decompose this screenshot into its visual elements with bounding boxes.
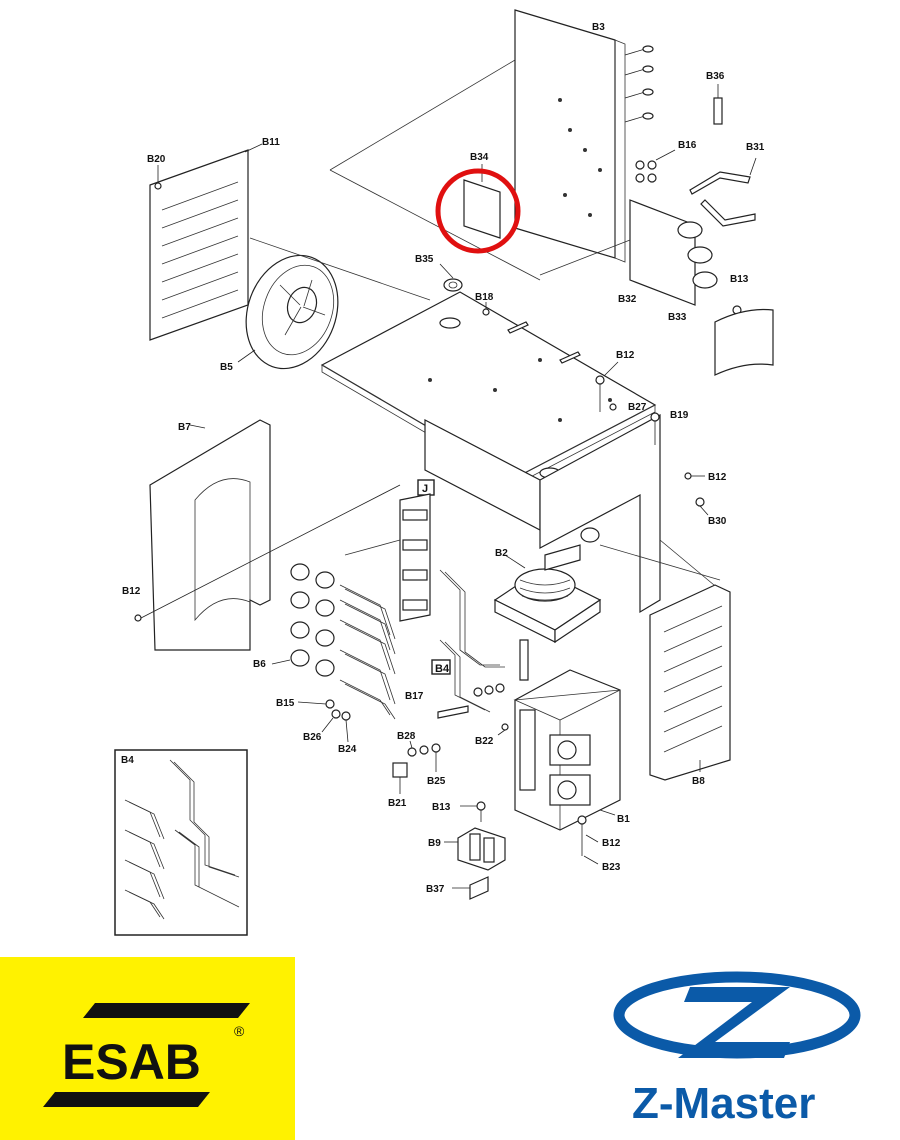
front-grille-b8 [649, 584, 731, 781]
inset-b4 [114, 749, 248, 936]
ferrite-cores-b6 [271, 563, 335, 677]
z-mark [678, 987, 790, 1058]
transformer-b9 [444, 801, 599, 900]
cable-lugs [624, 45, 654, 123]
label-b33: B33 [668, 312, 687, 323]
cover-b33 [714, 305, 774, 376]
label-b17: B17 [405, 691, 424, 702]
label-b15: B15 [276, 698, 295, 709]
label-b13b: B13 [432, 802, 451, 813]
label-b31: B31 [746, 142, 765, 153]
esab-logo: ESAB ® [0, 957, 295, 1140]
label-b26: B26 [303, 732, 322, 743]
standoff-b36 [713, 84, 723, 125]
bus-bars-b4 [339, 569, 505, 720]
label-b6: B6 [253, 659, 266, 670]
label-b5: B5 [220, 362, 233, 373]
part-labels: B3 B36 B16 B31 B34 B32 B13 B33 B20 B11 B… [121, 22, 765, 895]
label-b37: B37 [426, 884, 445, 895]
label-b12d: B12 [602, 838, 621, 849]
label-b4-inset: B4 [121, 755, 134, 766]
label-b7: B7 [178, 422, 191, 433]
label-b30: B30 [708, 516, 727, 527]
label-b18: B18 [475, 292, 494, 303]
screws-b16 [635, 149, 676, 183]
label-b12b: B12 [708, 472, 727, 483]
back-panel-b3 [329, 9, 626, 281]
label-b2: B2 [495, 548, 508, 559]
side-frame [424, 413, 721, 614]
label-b9: B9 [428, 838, 441, 849]
label-b12c: B12 [122, 586, 141, 597]
side-cover-b7 [134, 419, 401, 651]
label-b8: B8 [692, 776, 705, 787]
rear-grille-b11 [149, 143, 263, 341]
label-b27: B27 [628, 402, 647, 413]
label-b23: B23 [602, 862, 621, 873]
label-b3: B3 [592, 22, 605, 33]
small-hardware [439, 263, 709, 516]
label-b34: B34 [470, 152, 489, 163]
terminal-block-j [344, 479, 435, 622]
capacitor-board-b32 [539, 199, 718, 306]
label-b28: B28 [397, 731, 416, 742]
label-j: J [422, 483, 428, 495]
label-b20: B20 [147, 154, 166, 165]
label-b1: B1 [617, 814, 630, 825]
label-plate-b34 [435, 164, 521, 254]
label-b25: B25 [427, 776, 446, 787]
label-b36: B36 [706, 71, 725, 82]
zmaster-logo: Z-Master [613, 971, 861, 1128]
bracket-b31 [689, 157, 757, 227]
label-b4-box: B4 [435, 663, 450, 675]
fan-b5 [237, 237, 431, 370]
label-b16: B16 [678, 140, 697, 151]
hardware-b21-b28 [392, 723, 509, 794]
washers-b17-b26-b24 [297, 683, 505, 743]
highlight-circle [435, 168, 521, 254]
label-b13a: B13 [730, 274, 749, 285]
label-b19: B19 [670, 410, 689, 421]
inductor-b2 [493, 544, 602, 681]
label-b24: B24 [338, 744, 357, 755]
label-b12a: B12 [616, 350, 635, 361]
zmaster-wordmark: Z-Master [632, 1079, 815, 1128]
label-b35: B35 [415, 254, 434, 265]
esab-wordmark: ESAB [62, 1034, 201, 1090]
label-b32: B32 [618, 294, 637, 305]
rectifier-b1 [513, 669, 621, 831]
label-b11: B11 [262, 137, 280, 148]
esab-registered-mark: ® [234, 1023, 245, 1039]
label-b22: B22 [475, 736, 494, 747]
label-b21: B21 [388, 798, 407, 809]
